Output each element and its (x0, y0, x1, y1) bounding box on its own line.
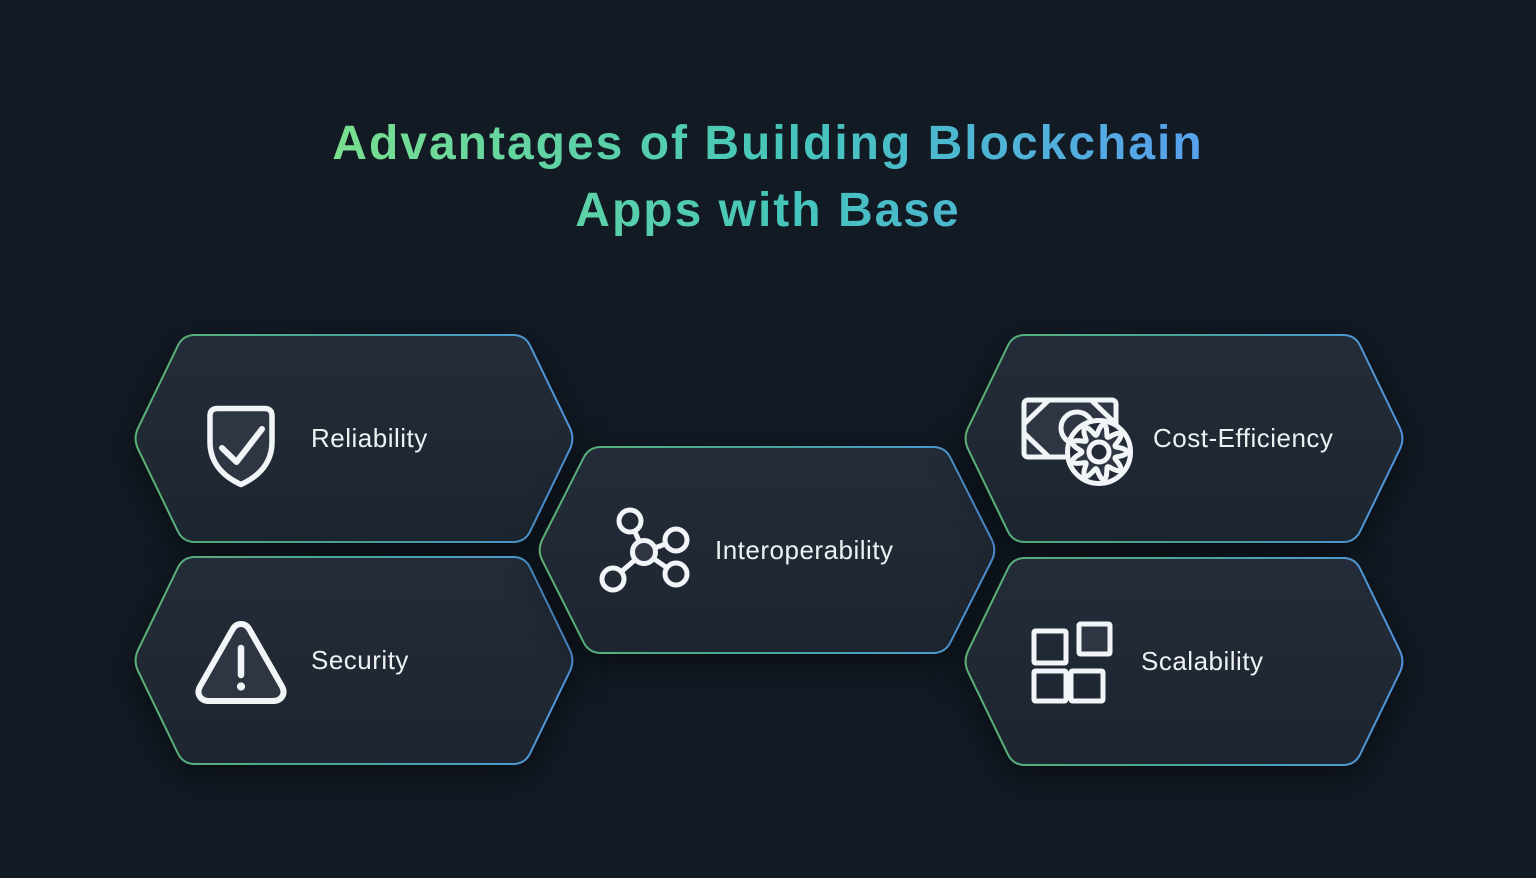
squares-grid-icon (1021, 621, 1121, 703)
alert-triangle-icon (191, 615, 291, 707)
card-security: Security (133, 556, 575, 765)
card-label: Scalability (1141, 646, 1264, 676)
card-label: Cost-Efficiency (1153, 423, 1334, 453)
card-content: Interoperability (537, 447, 997, 653)
card-content: Reliability (133, 335, 575, 542)
card-scalability: Scalability (963, 557, 1405, 766)
card-reliability: Reliability (133, 334, 575, 543)
banknote-gear-icon (1021, 391, 1133, 487)
hexagon-shape (964, 557, 1404, 766)
hexagon-shape (964, 334, 1404, 543)
card-label: Security (311, 645, 409, 675)
header: Advantages of Building Blockchain Apps w… (0, 0, 1536, 244)
hexagon-shape (538, 446, 996, 654)
card-label: Interoperability (715, 534, 894, 565)
hexagon-shape (134, 334, 574, 543)
card-label: Reliability (311, 423, 428, 453)
page-title-line2: Apps with Base (575, 184, 961, 237)
card-content: Scalability (963, 558, 1405, 765)
card-cost-efficiency: Cost-Efficiency (963, 334, 1405, 543)
card-content: Cost-Efficiency (963, 335, 1405, 542)
hexagon-shape (134, 556, 574, 765)
page-title: Advantages of Building Blockchain Apps w… (332, 110, 1203, 244)
shield-check-icon (191, 400, 291, 488)
card-interoperability: Interoperability (537, 446, 997, 654)
page-title-line1: Advantages of Building Blockchain (332, 117, 1204, 170)
network-nodes-icon (595, 505, 695, 595)
card-content: Security (133, 557, 575, 764)
